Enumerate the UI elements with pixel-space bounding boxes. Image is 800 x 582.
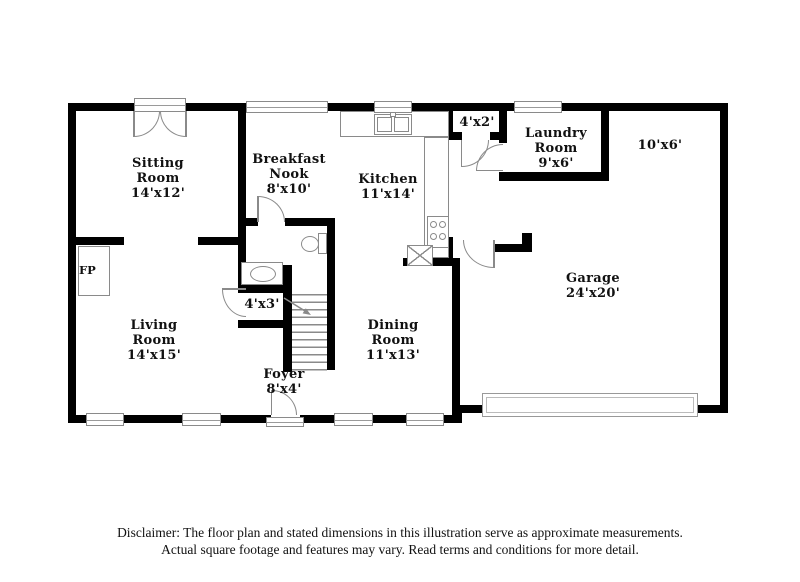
room-label-line: Breakfast xyxy=(252,152,326,167)
room-label-line: 10'x6' xyxy=(637,138,683,153)
wall-sitting-breakfast xyxy=(238,111,246,245)
wall-breakfast-hall-left xyxy=(238,218,258,226)
laundry-door-leaf xyxy=(476,169,503,171)
stove-burner-icon xyxy=(439,233,446,240)
wall-dining-garage xyxy=(452,258,460,413)
window-breakfast-nook xyxy=(246,101,328,113)
kitchen-hall-door-arc xyxy=(463,240,494,268)
room-label-line: Room xyxy=(534,141,578,156)
garage-door xyxy=(482,393,698,417)
room-label-sitting: Sitting Room 14'x12' xyxy=(131,156,185,201)
room-label-line: 14'x15' xyxy=(127,348,181,363)
room-label-line: Room xyxy=(136,171,180,186)
room-label-breakfast-nook: Breakfast Nook 8'x10' xyxy=(252,152,326,197)
garage-door-panel xyxy=(486,397,694,413)
kitchen-sink-basin-right xyxy=(394,117,409,132)
room-label-line: 9'x6' xyxy=(538,156,574,171)
wall-breakfast-hall-right xyxy=(285,218,335,226)
wall-sitting-living-right xyxy=(198,237,246,245)
toilet-bowl xyxy=(301,236,319,252)
room-label-line: Room xyxy=(132,333,176,348)
pantry-door-leaf xyxy=(460,140,462,167)
room-label-line: 14'x12' xyxy=(131,186,185,201)
front-door-threshold xyxy=(266,417,304,427)
disclaimer-line2: Actual square footage and features may v… xyxy=(161,542,639,557)
stove-burner-icon xyxy=(430,233,437,240)
window-laundry xyxy=(514,101,562,113)
wall-sitting-living-left xyxy=(76,237,124,245)
french-door-frame xyxy=(134,98,186,112)
room-label-line: 4'x2' xyxy=(459,115,495,130)
room-label-line: Laundry xyxy=(524,126,588,141)
stove xyxy=(427,216,449,248)
stove-burner-icon xyxy=(439,221,446,228)
window-kitchen xyxy=(374,101,412,113)
room-label-line: Dining xyxy=(367,318,419,333)
disclaimer-line1: Disclaimer: The floor plan and stated di… xyxy=(117,525,683,540)
wall-half-bath-bottom xyxy=(238,320,292,328)
french-door-leaf-left xyxy=(133,111,135,137)
kitchen-hall-door-leaf xyxy=(493,240,495,268)
stairs-direction-arrow-icon xyxy=(283,297,311,315)
dishwasher-icon xyxy=(407,245,433,266)
wall-pantry-left xyxy=(445,111,453,140)
half-bath-door-arc xyxy=(222,289,246,317)
room-label-storage: 10'x6' xyxy=(638,138,683,153)
half-bath-door-leaf xyxy=(222,288,246,290)
room-label-line: 11'x14' xyxy=(361,187,415,202)
vanity-sink xyxy=(250,266,276,282)
room-label-garage: Garage 24'x20' xyxy=(566,271,620,301)
wall-vestibule-garage xyxy=(495,244,532,252)
breakfast-nook-door-leaf xyxy=(257,196,259,222)
room-label-dining: Dining Room 11'x13' xyxy=(366,318,420,363)
room-label-living: Living Room 14'x15' xyxy=(127,318,181,363)
wall-laundry-storage-divider xyxy=(601,111,609,181)
fireplace-label: FP xyxy=(79,263,96,277)
fireplace-box xyxy=(78,246,110,296)
wall-right xyxy=(720,103,728,413)
window-dining-1 xyxy=(334,413,373,426)
room-label-half-bath: 4'x3' xyxy=(244,297,279,312)
french-door-arc-right xyxy=(160,111,186,137)
wall-left xyxy=(68,103,76,423)
french-door-leaf-right xyxy=(185,111,187,137)
wall-stairs-left xyxy=(283,265,292,372)
window-dining-2 xyxy=(406,413,444,426)
room-label-line: 11'x13' xyxy=(366,348,420,363)
wall-bottom-house xyxy=(68,415,462,423)
wall-pantry-right xyxy=(499,111,507,143)
room-label-line: Nook xyxy=(269,167,309,182)
wall-hall-kitchen xyxy=(327,218,335,370)
room-label-line: 4'x3' xyxy=(244,297,280,312)
window-living-2 xyxy=(182,413,221,426)
wall-pantry-bottom-left xyxy=(445,132,462,140)
room-label-line: Garage xyxy=(566,271,620,286)
room-label-kitchen: Kitchen 11'x14' xyxy=(358,172,417,202)
kitchen-sink-basin-left xyxy=(377,117,392,132)
room-label-line: Kitchen xyxy=(358,172,418,187)
wall-kitchen-right-stub xyxy=(445,237,453,266)
room-label-line: Sitting xyxy=(132,156,184,171)
room-label-line: 24'x20' xyxy=(566,286,620,301)
wall-laundry-bottom xyxy=(499,172,609,181)
wall-vestibule-cap xyxy=(522,233,532,252)
room-label-line: Room xyxy=(371,333,415,348)
front-door-leaf xyxy=(270,390,272,415)
window-living-1 xyxy=(86,413,124,426)
wall-pantry-bottom-right xyxy=(490,132,507,140)
room-label-closet: 4'x2' xyxy=(459,115,494,130)
wall-step xyxy=(452,405,462,423)
wall-bath-vanity xyxy=(238,285,283,293)
breakfast-nook-door-arc xyxy=(258,196,285,222)
room-label-line: 8'x10' xyxy=(266,182,312,197)
room-label-line: 8'x4' xyxy=(266,382,302,397)
toilet-tank xyxy=(318,233,327,254)
room-label-foyer: Foyer 8'x4' xyxy=(263,367,304,397)
disclaimer: Disclaimer: The floor plan and stated di… xyxy=(0,524,800,558)
room-label-laundry: Laundry Room 9'x6' xyxy=(525,126,587,171)
stove-burner-icon xyxy=(430,221,437,228)
room-label-line: Foyer xyxy=(263,367,305,382)
room-label-line: Living xyxy=(130,318,178,333)
french-door-arc-left xyxy=(134,111,160,137)
